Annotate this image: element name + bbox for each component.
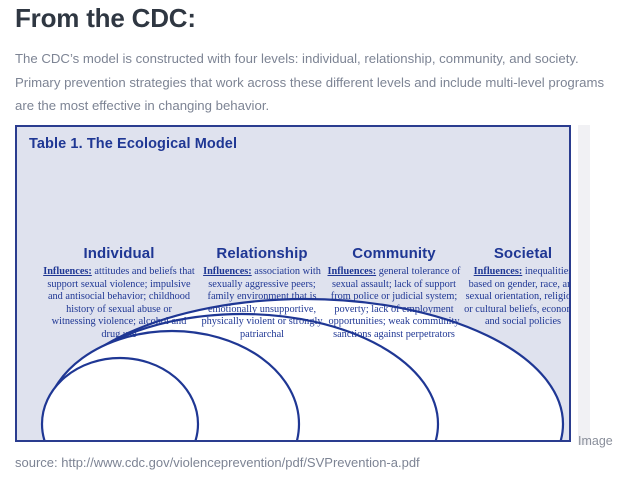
influences-text: attitudes and beliefs that support sexua… <box>47 266 195 340</box>
level-column-community: Community Influences: general tolerance … <box>324 245 464 342</box>
level-title-relationship: Relationship <box>216 245 308 262</box>
level-body-community: Influences: general tolerance of sexual … <box>324 266 464 342</box>
level-body-relationship: Influences: association with sexually ag… <box>197 266 327 342</box>
level-title-community: Community <box>352 245 436 262</box>
table-caption: Table 1. The Ecological Model <box>29 136 238 152</box>
influences-text: inequalities based on gender, race, and … <box>464 266 571 328</box>
influences-label: Influences: <box>203 266 252 277</box>
nested-ellipses-diagram <box>40 297 565 440</box>
ellipse-individual <box>40 356 200 440</box>
intro-paragraph: The CDC’s model is constructed with four… <box>15 51 605 113</box>
figure-gutter <box>578 125 590 445</box>
influences-text: association with sexually aggressive pee… <box>201 266 323 340</box>
level-title-societal: Societal <box>493 245 553 262</box>
page-title: From the CDC: <box>15 3 196 33</box>
level-column-societal: Societal Influences: inequalities based … <box>464 245 571 329</box>
level-title-individual: Individual <box>83 245 155 262</box>
level-body-societal: Influences: inequalities based on gender… <box>464 266 571 329</box>
image-caption-label: Image <box>578 434 613 448</box>
influences-label: Influences: <box>43 266 92 277</box>
source-line: source: http://www.cdc.gov/violencepreve… <box>15 455 420 470</box>
level-body-individual: Influences: attitudes and beliefs that s… <box>43 266 195 342</box>
influences-label: Influences: <box>327 266 377 277</box>
ecological-model-figure: Table 1. The Ecological Model Individual… <box>15 125 571 442</box>
influences-label: Influences: <box>473 266 523 277</box>
influences-text: general tolerance of sexual assault; lac… <box>328 266 461 340</box>
figure-container: Table 1. The Ecological Model Individual… <box>15 125 590 445</box>
level-column-individual: Individual Influences: attitudes and bel… <box>43 245 195 342</box>
level-column-relationship: Relationship Influences: association wit… <box>197 245 327 342</box>
